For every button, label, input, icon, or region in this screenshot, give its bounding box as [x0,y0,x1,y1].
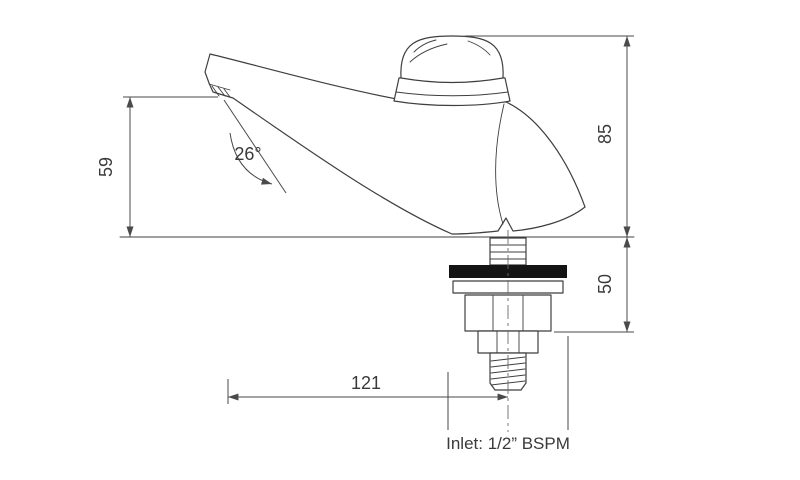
button-shading-lines [409,39,491,63]
dimension-shank-length: 50 [554,237,634,333]
dimension-label-26: 26° [234,144,261,164]
button-seam-line [395,91,509,97]
inlet-callout: Inlet: 1/2” BSPM [446,336,570,453]
dimension-spout-angle: 26° [223,99,287,194]
spout-outlet [208,83,231,98]
dimension-spout-reach: 121 [227,373,508,404]
dimension-label-59: 59 [96,157,116,177]
button-dome [400,35,504,84]
dimension-label-85: 85 [595,124,615,144]
dimension-label-121: 121 [351,373,381,393]
push-button [393,35,511,107]
dimension-body-height: 85 [465,35,634,237]
body-inner-contour [495,103,505,225]
threaded-stud-outline [489,352,527,391]
dimension-label-50: 50 [595,274,615,294]
rubber-gasket [449,265,567,278]
shank-assembly [449,230,567,432]
spout-outlet-edge [208,83,231,91]
angle-reference-line [223,99,287,194]
spout-outlet-hatch [211,85,231,98]
lock-nut-facets [496,330,520,354]
hex-nut-facets [492,294,524,332]
dimension-spout-height: 59 [96,96,218,237]
angle-arc-arrow [229,132,273,185]
tap-body-outline [204,53,586,235]
tap-body [204,53,586,235]
inlet-label: Inlet: 1/2” BSPM [446,434,570,453]
